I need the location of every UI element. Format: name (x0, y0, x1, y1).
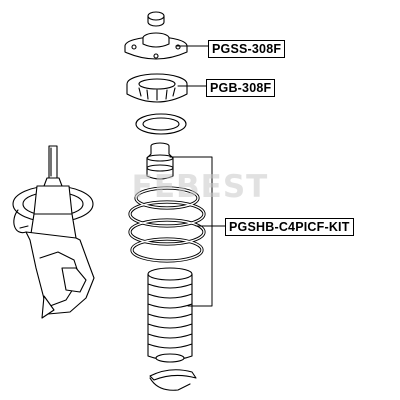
mount-nut (147, 11, 165, 27)
strut-bearing (126, 73, 188, 103)
strut-mount (124, 32, 188, 60)
dust-boot (147, 267, 193, 363)
part-label-bearing[interactable]: PGB-308F (206, 79, 276, 97)
lower-spring-insulator (149, 369, 197, 391)
part-label-kit[interactable]: PGSHB-C4PICF-KIT (225, 218, 354, 236)
strut-assembly (12, 145, 95, 319)
part-label-strut-mount[interactable]: PGSS-308F (208, 40, 286, 58)
spring-seat-ring (135, 113, 187, 135)
coil-spring (128, 186, 206, 263)
leader-lines (169, 45, 226, 307)
bump-stop (146, 142, 174, 180)
